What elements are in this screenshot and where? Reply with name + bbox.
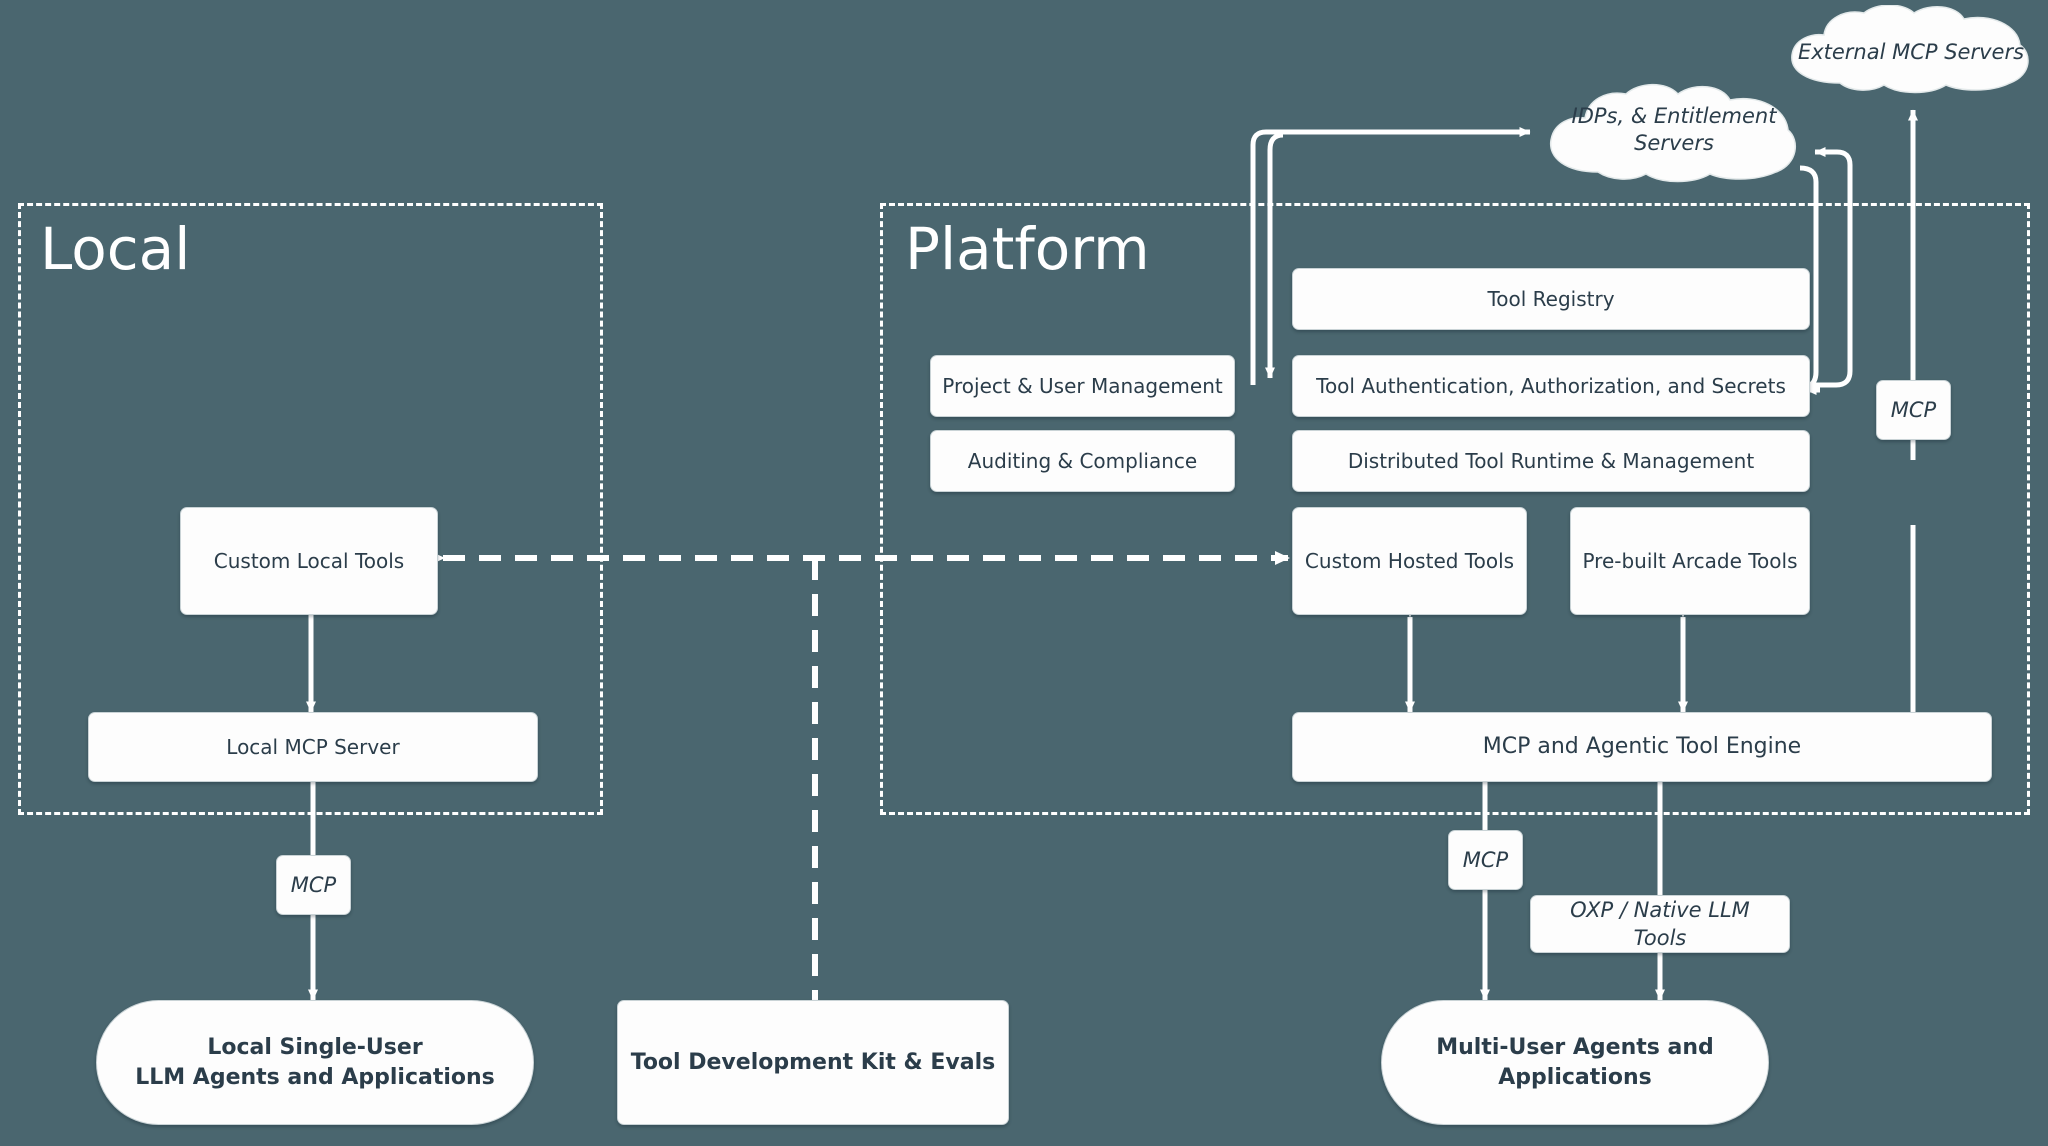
badge-mcp-local[interactable]: MCP: [276, 855, 351, 915]
node-local-agents[interactable]: Local Single-User LLM Agents and Applica…: [96, 1000, 534, 1125]
local-agents-line1: Local Single-User: [207, 1034, 423, 1060]
node-tool-registry[interactable]: Tool Registry: [1292, 268, 1810, 330]
multiuser-agents-line2: Applications: [1498, 1064, 1652, 1090]
cloud-external-mcp-servers[interactable]: External MCP Servers: [1780, 5, 2042, 100]
node-tool-development-kit[interactable]: Tool Development Kit & Evals: [617, 1000, 1009, 1125]
local-agents-line2: LLM Agents and Applications: [135, 1064, 495, 1090]
badge-mcp-platform-bottom[interactable]: MCP: [1448, 830, 1523, 890]
cloud-shape: [1550, 83, 1797, 183]
node-custom-local-tools[interactable]: Custom Local Tools: [180, 507, 438, 615]
multiuser-agents-line1: Multi-User Agents and: [1436, 1034, 1714, 1060]
node-mcp-agentic-tool-engine[interactable]: MCP and Agentic Tool Engine: [1292, 712, 1992, 782]
node-prebuilt-arcade-tools[interactable]: Pre-built Arcade Tools: [1570, 507, 1810, 615]
zone-platform-title: Platform: [905, 215, 1150, 283]
node-tool-authentication[interactable]: Tool Authentication, Authorization, and …: [1292, 355, 1810, 417]
node-local-mcp-server[interactable]: Local MCP Server: [88, 712, 538, 782]
node-multiuser-agents[interactable]: Multi-User Agents and Applications: [1381, 1000, 1769, 1125]
node-custom-hosted-tools[interactable]: Custom Hosted Tools: [1292, 507, 1527, 615]
cloud-idps-label-line1: IDPs, & Entitlement: [1571, 103, 1777, 128]
node-distributed-tool-runtime[interactable]: Distributed Tool Runtime & Management: [1292, 430, 1810, 492]
cloud-external-mcp-label: External MCP Servers: [1797, 39, 2025, 64]
cloud-idps-label-line2: Servers: [1634, 131, 1714, 155]
zone-local-title: Local: [40, 215, 191, 283]
node-auditing-compliance[interactable]: Auditing & Compliance: [930, 430, 1235, 492]
badge-mcp-platform-right[interactable]: MCP: [1876, 380, 1951, 440]
node-project-user-management[interactable]: Project & User Management: [930, 355, 1235, 417]
badge-oxp-native-llm-tools[interactable]: OXP / Native LLM Tools: [1530, 895, 1790, 953]
cloud-idps-entitlement[interactable]: IDPs, & Entitlement Servers: [1540, 82, 1808, 192]
cloud-shape: [1791, 5, 2029, 94]
